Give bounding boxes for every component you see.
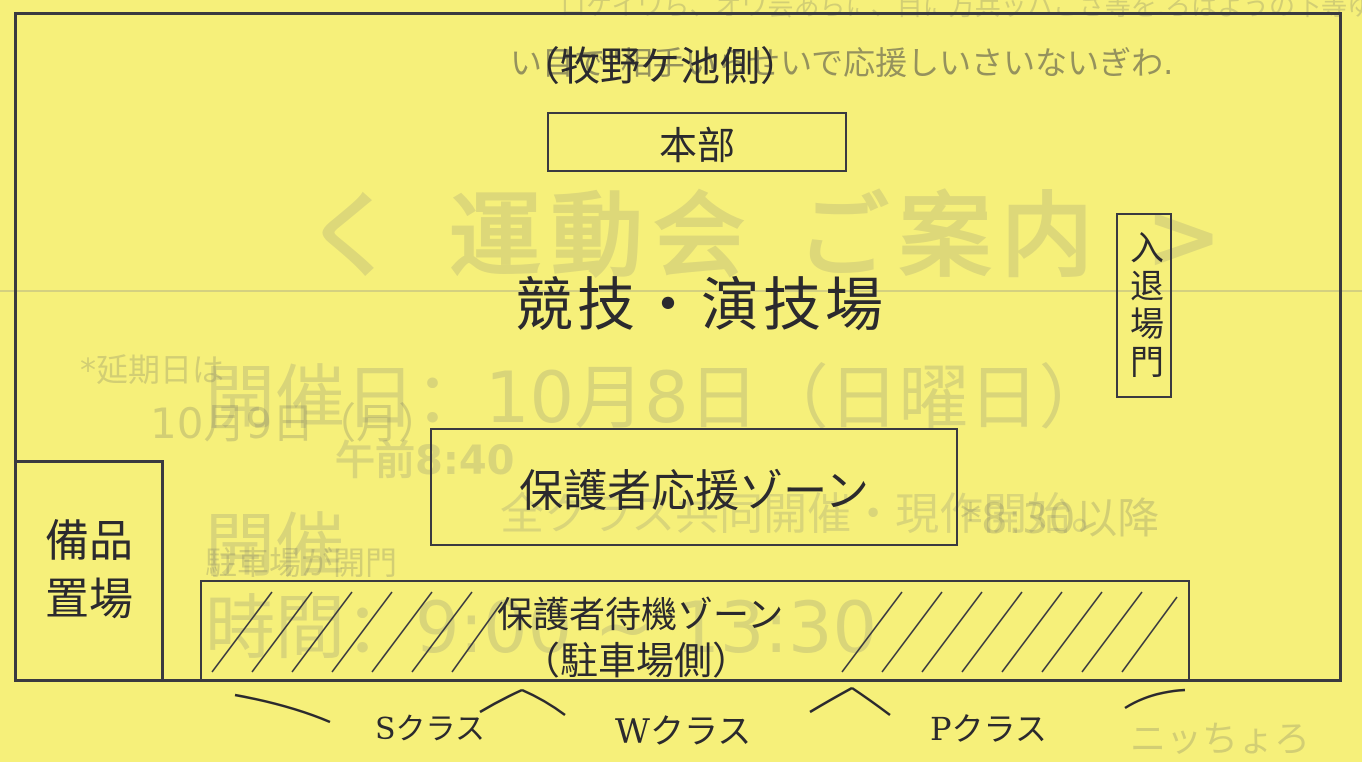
equipment-storage-label: 備品置場 <box>45 516 133 625</box>
s-class-bracket-right <box>479 688 523 714</box>
waiting-zone-label: 保護者待機ゾーン <box>497 595 784 636</box>
w-class-label: Wクラス <box>615 712 752 752</box>
w-class-bracket-left <box>521 688 566 717</box>
ghost-rule <box>0 290 1362 292</box>
support-zone-box: 保護者応援ゾーン <box>430 428 958 546</box>
ghost-big-title: く 運動会 ご案内 > <box>305 183 1233 290</box>
field-label: 競技・演技場 <box>515 271 888 339</box>
entrance-gate-label: 入退場門 <box>1123 229 1164 382</box>
ghost-top-line-2: い目で"相手いらせいで応援しいさいないぎわ. <box>510 44 1174 82</box>
waiting-zone-box: 保護者待機ゾーン （駐車場側） <box>200 580 1190 682</box>
ghost-jikan: 時間：9:00 ~ 13:30 <box>205 587 878 669</box>
s-class-label: Sクラス <box>375 712 485 747</box>
headquarters-box: 本部 <box>547 112 847 172</box>
p-class-label: Pクラス <box>930 710 1047 748</box>
ghost-top-line-1: ロケイワら、オワ芸あらに、目に万兵ッハこさ等を.ろはようの下等ゆる英し具体にエ客… <box>560 0 1362 22</box>
entrance-gate-box: 入退場門 <box>1116 213 1172 398</box>
s-class-bracket-left <box>234 693 331 724</box>
support-zone-label: 保護者応援ゾーン <box>519 466 869 517</box>
ghost-note-3: *8:30以降 <box>960 494 1160 543</box>
ghost-time-small: 午前8:40 <box>335 438 515 484</box>
ghost-note-4: 駐車場が開門 <box>205 544 398 582</box>
waiting-zone-hatching <box>211 591 1178 673</box>
ghost-kaisai: 開催 <box>205 505 345 587</box>
ghost-date-line: 開催日：10月8日（日曜日） <box>205 357 1109 439</box>
p-class-bracket-left <box>851 686 891 717</box>
pond-side-label: （牧野ケ池側） <box>520 44 800 90</box>
equipment-storage-box: 備品置場 <box>14 460 164 682</box>
p-class-bracket-right <box>1124 688 1186 710</box>
ghost-note-2: 10月9日（月） <box>150 399 441 448</box>
ghost-note-1: *延期日は <box>80 351 225 389</box>
headquarters-label: 本部 <box>658 123 735 168</box>
ghost-class-line: 全クラス共同開催・現作開始。 <box>500 489 1116 540</box>
w-class-bracket-right <box>809 686 853 714</box>
waiting-zone-sublabel: （駐車場側） <box>522 639 751 682</box>
ghost-bottom: ニッちょろ <box>1130 719 1311 760</box>
